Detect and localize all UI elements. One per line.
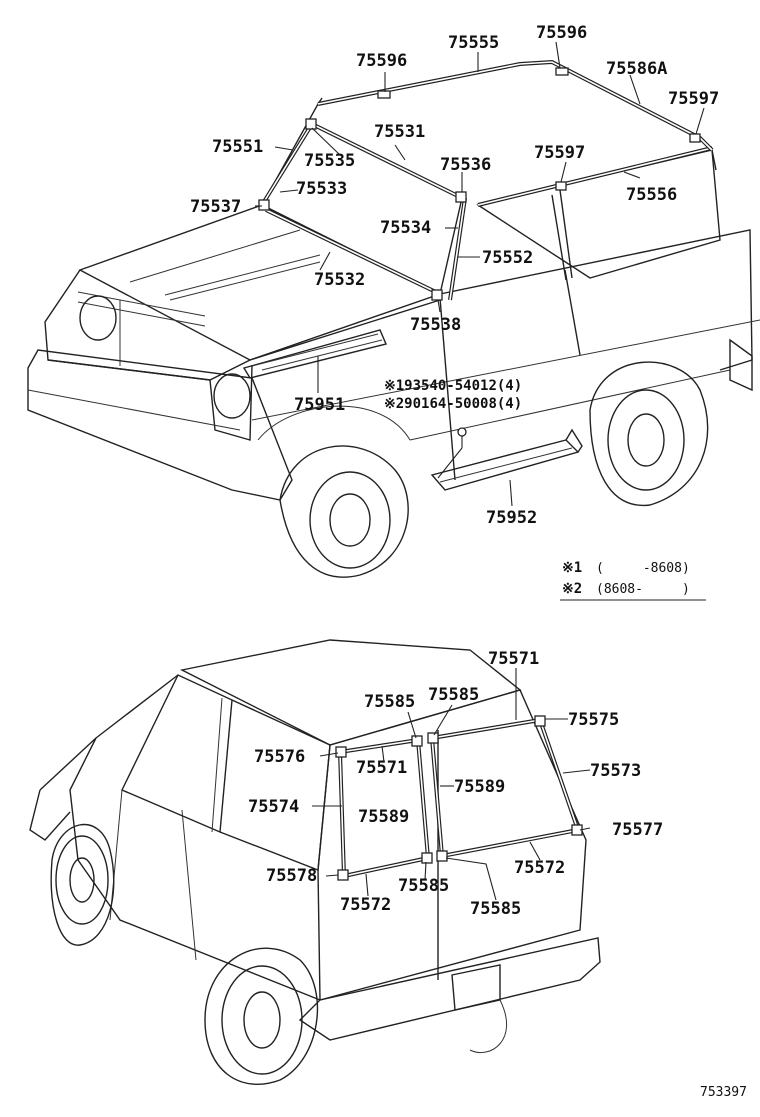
label-75536: 75536: [440, 155, 491, 175]
label-75571-left: 75571: [356, 758, 407, 778]
clip-75535: [305, 118, 317, 130]
clip-75585-d: [436, 850, 448, 862]
clip-75578: [337, 869, 349, 881]
label-75596-a: 75596: [356, 51, 407, 71]
bottom-leader-lines: [312, 668, 591, 901]
label-75573: 75573: [590, 761, 641, 781]
clip-75585-c: [421, 852, 433, 864]
label-75577: 75577: [612, 820, 663, 840]
rear-vehicle-drawing: [29, 639, 601, 1085]
label-75574: 75574: [248, 797, 299, 817]
label-75597-a: 75597: [668, 89, 719, 109]
label-75952: 75952: [486, 508, 537, 528]
clip-75585-a: [411, 735, 423, 747]
figure-id: 753397: [700, 1085, 747, 1100]
label-75585-d: 75585: [470, 899, 521, 919]
label-75551: 75551: [212, 137, 263, 157]
label-75531: 75531: [374, 122, 425, 142]
label-75586a: 75586A: [606, 59, 667, 79]
label-75589-right: 75589: [454, 777, 505, 797]
front-vehicle-drawing: [27, 59, 760, 578]
clip-75596-b: [555, 67, 569, 76]
label-75585-c: 75585: [398, 876, 449, 896]
label-75552: 75552: [482, 248, 533, 268]
label-75532: 75532: [314, 270, 365, 290]
label-75538: 75538: [410, 315, 461, 335]
label-75576: 75576: [254, 747, 305, 767]
label-75534: 75534: [380, 218, 431, 238]
fastener-note-1: ※193540-54012(4): [384, 378, 522, 394]
clip-75537: [258, 199, 270, 211]
legend-mark-2: ※2: [562, 581, 582, 597]
label-75951: 75951: [294, 395, 345, 415]
bottom-part-labels: 75571 75585 75585 75575 75576 75571 7558…: [248, 649, 663, 919]
screw-icon: [457, 427, 467, 437]
label-75578: 75578: [266, 866, 317, 886]
label-75537: 75537: [190, 197, 241, 217]
fastener-note-2: ※290164-50008(4): [384, 396, 522, 412]
top-leader-lines: [255, 41, 705, 507]
label-75572-right: 75572: [514, 858, 565, 878]
fastener-notes: ※193540-54012(4) ※290164-50008(4): [384, 378, 522, 412]
label-75589-left: 75589: [358, 807, 409, 827]
clip-75536: [455, 191, 467, 203]
clip-75576: [335, 746, 347, 758]
label-75575: 75575: [568, 710, 619, 730]
legend-mark-1: ※1: [562, 560, 582, 576]
label-75585-b: 75585: [428, 685, 479, 705]
label-75535: 75535: [304, 151, 355, 171]
label-75596-b: 75596: [536, 23, 587, 43]
legend-range-2: (8608- ): [596, 582, 690, 597]
clip-75538: [431, 289, 443, 301]
label-75585-a: 75585: [364, 692, 415, 712]
label-75533: 75533: [296, 179, 347, 199]
clip-75596-a: [377, 90, 391, 99]
clip-75575: [534, 715, 546, 727]
top-part-labels: 75596 75555 75596 75586A 75597 75551 755…: [190, 23, 719, 528]
label-75556: 75556: [626, 185, 677, 205]
label-75572-left: 75572: [340, 895, 391, 915]
clip-75585-b: [427, 732, 439, 744]
label-75597-b: 75597: [534, 143, 585, 163]
label-75571-top: 75571: [488, 649, 539, 669]
label-75555: 75555: [448, 33, 499, 53]
clip-75597-b: [555, 181, 567, 191]
legend-range-1: ( -8608): [596, 561, 690, 576]
legend: ※1 ( -8608) ※2 (8608- ): [560, 560, 706, 601]
clip-75597-a: [689, 133, 701, 143]
